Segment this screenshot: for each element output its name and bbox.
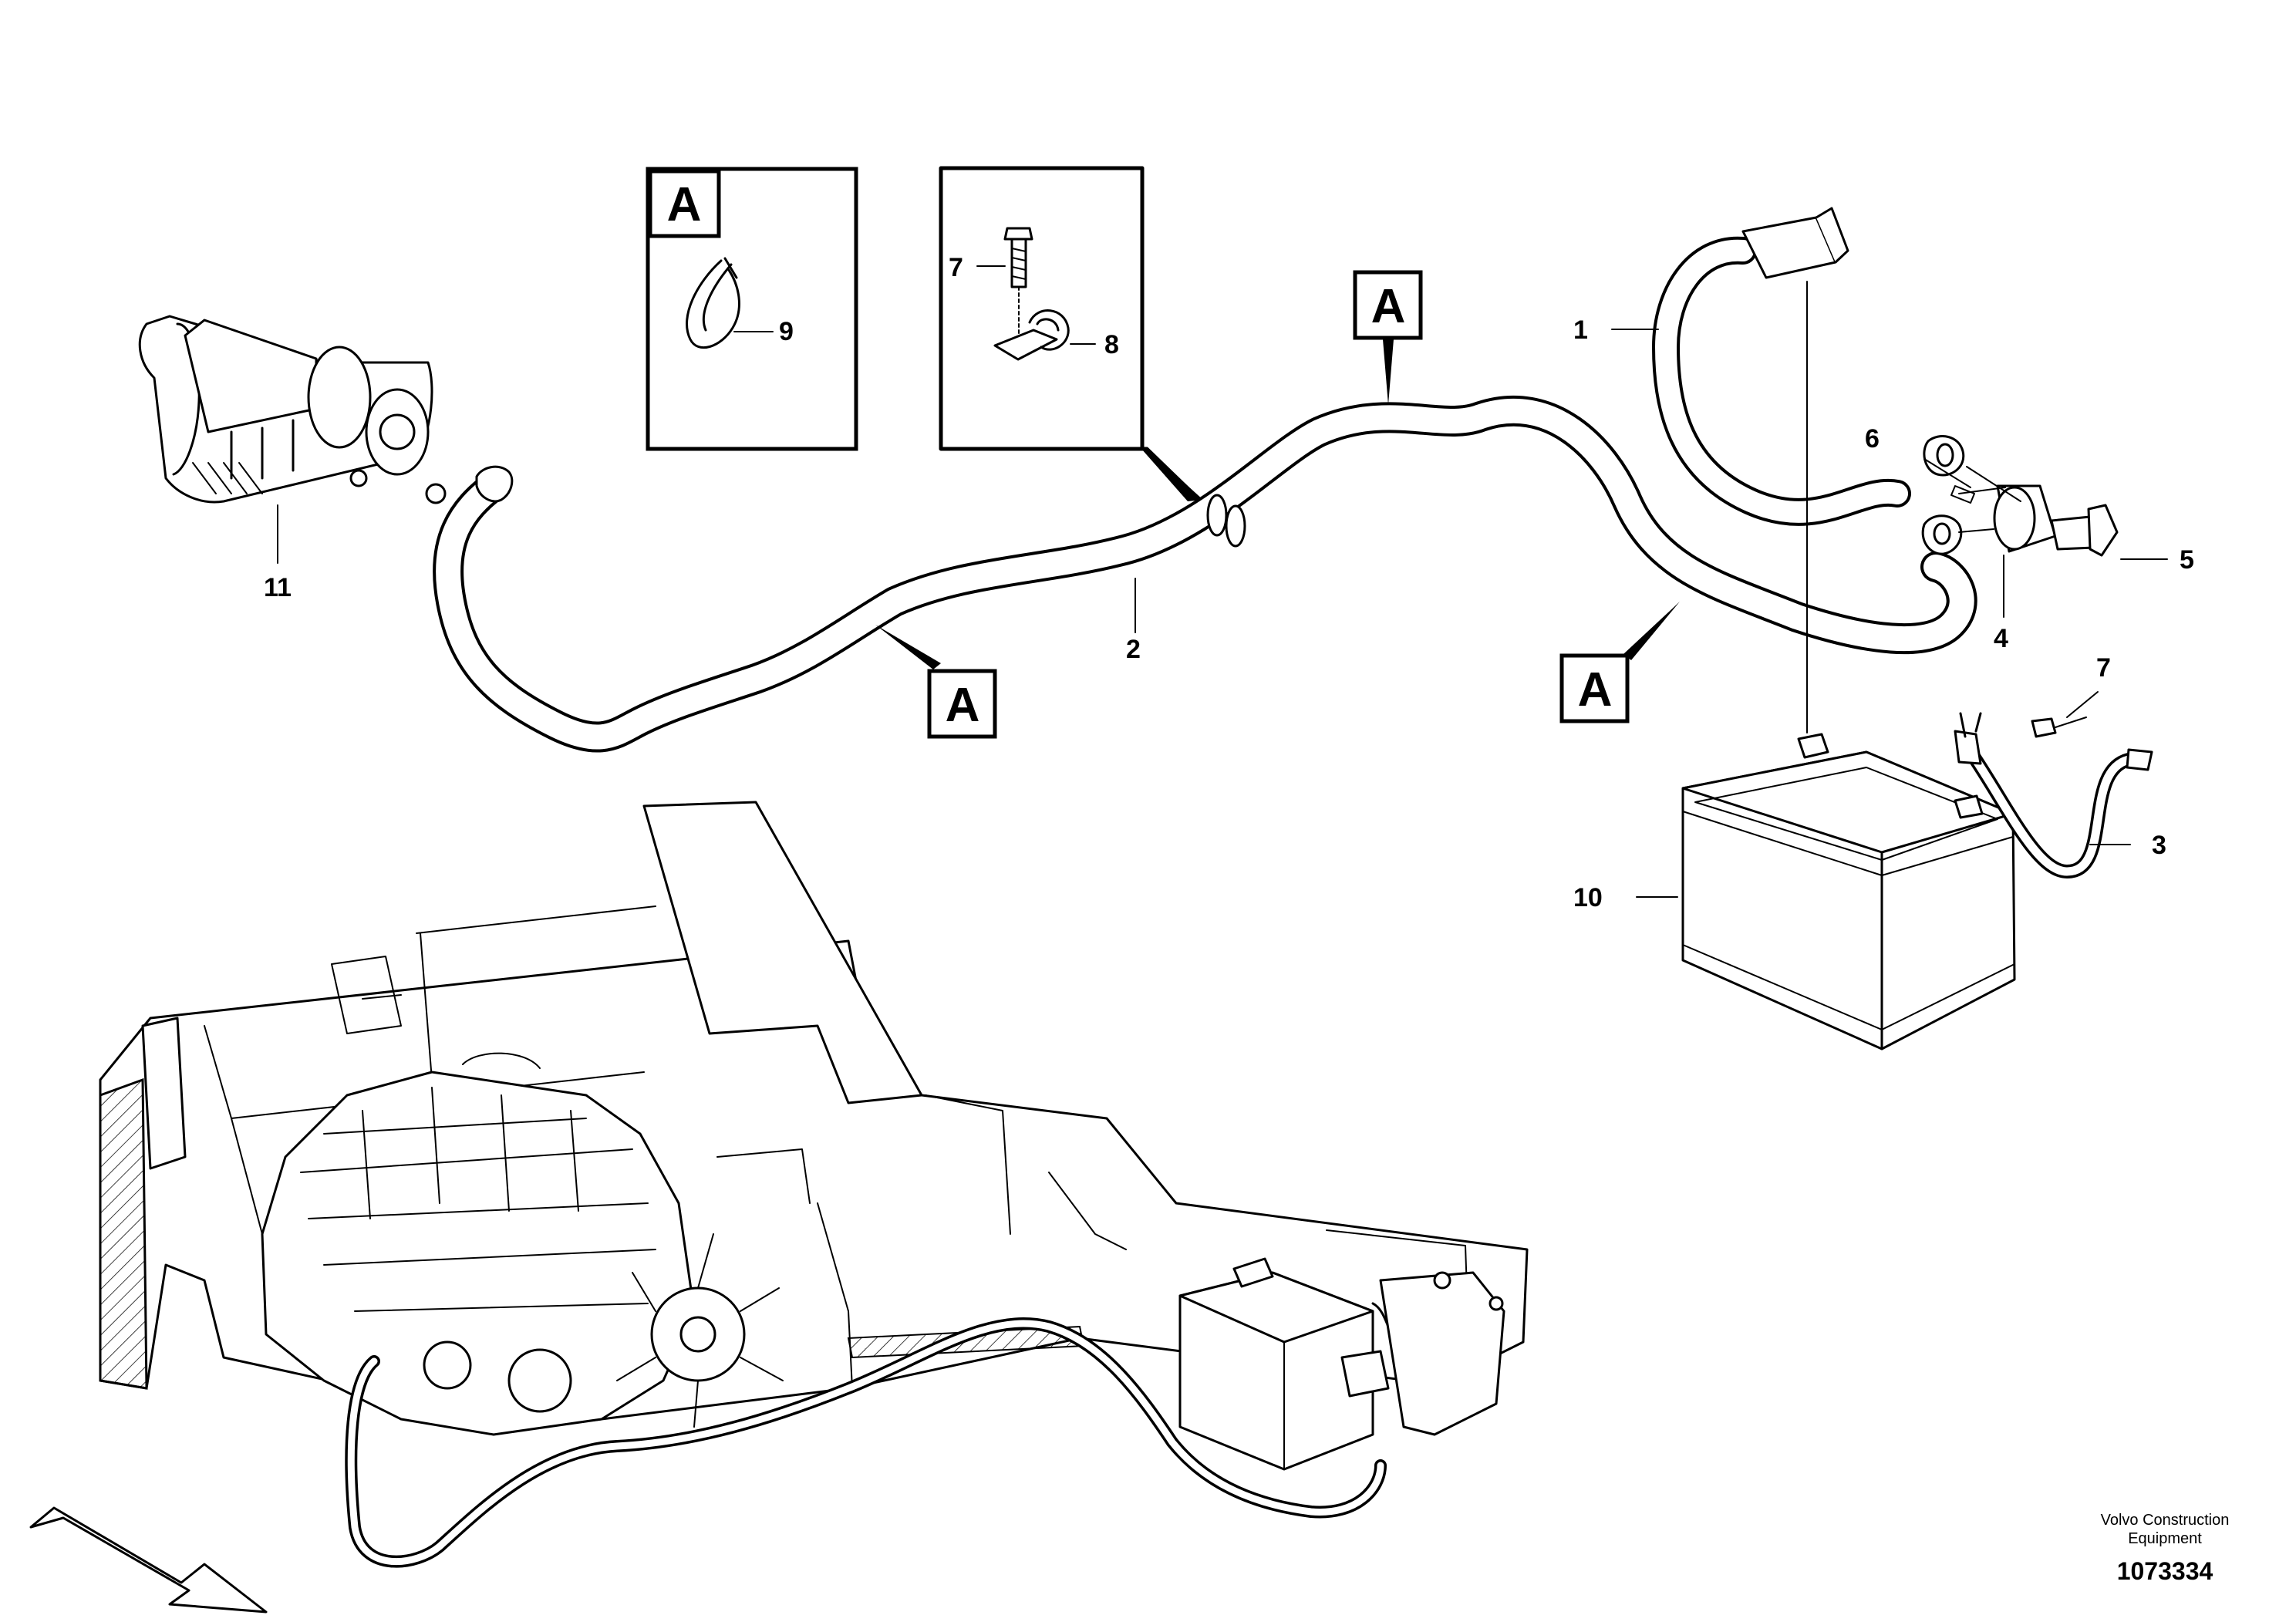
callout-7: 7 <box>2096 653 2111 683</box>
callout-8: 8 <box>1104 330 1119 359</box>
callout-6: 6 <box>1865 424 1880 454</box>
svg-text:A: A <box>1371 280 1406 333</box>
credit-line-2: Equipment <box>2128 1530 2202 1547</box>
callout-9: 9 <box>779 317 794 346</box>
callout-11: 11 <box>264 573 292 602</box>
starter-motor <box>138 315 447 564</box>
callout-10: 10 <box>1573 883 1603 912</box>
machine-overview <box>99 801 1529 1568</box>
callout-1: 1 <box>1573 315 1588 345</box>
callout-labels: 1 2 3 4 5 6 7 7 8 9 10 11 <box>264 253 2194 912</box>
footer: Volvo Construction Equipment 1073334 <box>2101 1512 2230 1585</box>
callout-3: 3 <box>2152 831 2166 860</box>
callout-7-detail: 7 <box>949 253 963 282</box>
document-number: 1073334 <box>2117 1557 2213 1585</box>
detail-pointer-left: A <box>875 625 997 739</box>
detail-pointer-right: A <box>1559 602 1680 723</box>
credit-line-1: Volvo Construction <box>2101 1512 2230 1529</box>
forward-direction-arrow-icon <box>29 1506 268 1614</box>
svg-text:A: A <box>946 679 980 732</box>
battery-switch <box>1921 435 2168 618</box>
cable-1 <box>1611 207 1911 733</box>
callout-5: 5 <box>2180 545 2194 575</box>
ground-cable <box>1954 691 2153 879</box>
battery-cable <box>433 395 1977 753</box>
detail-label-a: A <box>667 178 702 231</box>
overview-battery <box>1178 1257 1421 1471</box>
detail-box-bolt-clip <box>939 166 1203 501</box>
battery <box>1636 733 2016 1050</box>
engine <box>261 1052 784 1436</box>
callout-4: 4 <box>1994 624 2008 653</box>
svg-text:A: A <box>1578 663 1613 717</box>
callout-2: 2 <box>1126 635 1141 664</box>
clip-icon <box>993 309 1070 361</box>
cable-tie-icon <box>686 259 740 349</box>
detail-box-cable-tie: A <box>646 167 858 451</box>
detail-pointer-top: A <box>1353 270 1423 405</box>
